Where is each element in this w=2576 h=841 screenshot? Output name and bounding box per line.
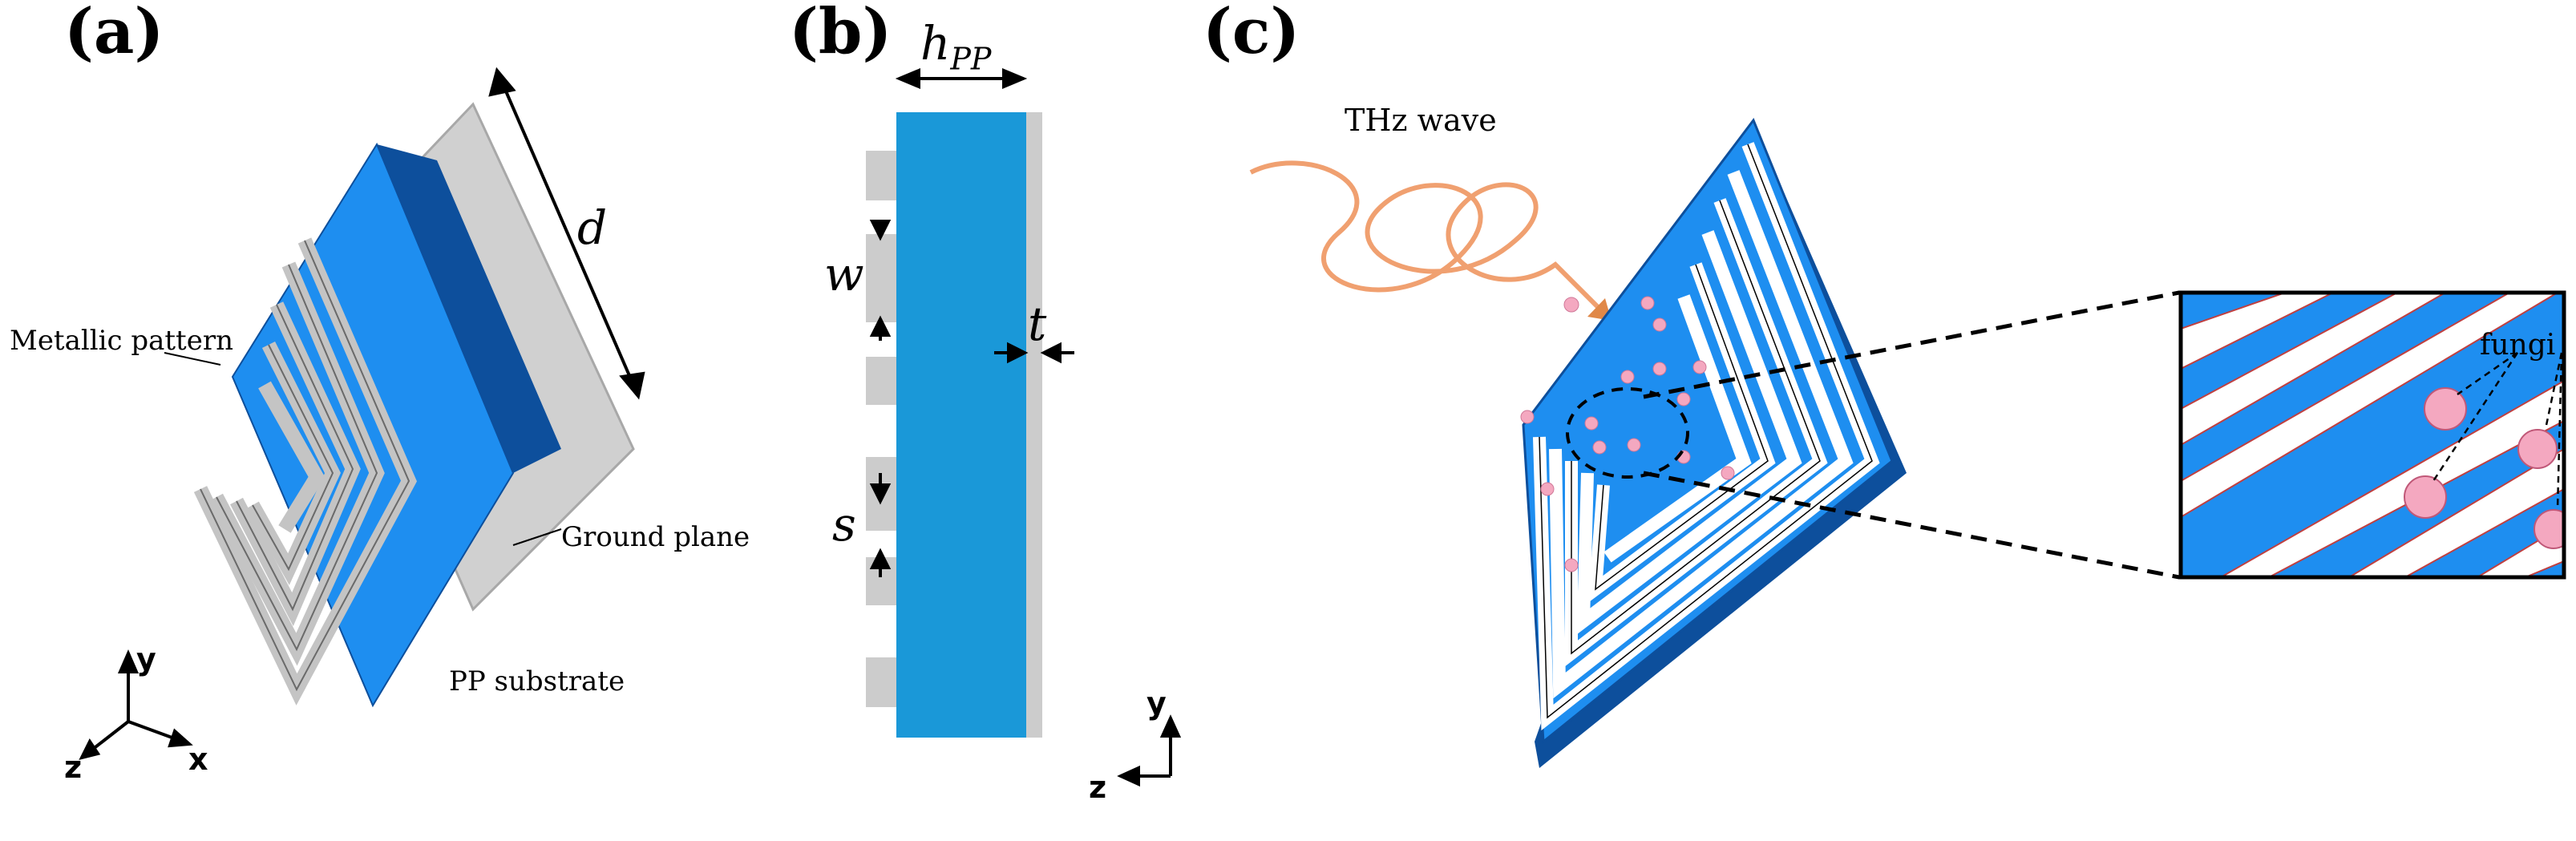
w-arrow	[869, 220, 892, 341]
panel-b-drawing	[866, 68, 1182, 787]
axes-a	[79, 649, 193, 760]
panel-a-label: (a)	[64, 0, 164, 68]
h-pp-symbol: h	[920, 16, 951, 71]
t-label: t	[1028, 297, 1047, 351]
substrate-side	[377, 144, 561, 473]
zoom-inset	[2178, 290, 2566, 580]
axis-y-label: y	[136, 641, 156, 677]
ground-plane-label: Ground plane	[561, 521, 750, 553]
panel-c-drawing	[1249, 117, 2566, 768]
panel-b: (b) hPP w t s y z	[770, 0, 1251, 841]
fungi-label: fungi	[2480, 329, 2556, 362]
panel-c: (c) THz wave fungi	[1195, 0, 2576, 841]
pp-substrate-cross-section	[896, 112, 1026, 738]
axis-x-label: x	[188, 742, 208, 777]
dimension-d-label: d	[577, 200, 608, 255]
h-pp-subscript: PP	[950, 41, 992, 77]
axis-z-label: z	[64, 750, 83, 785]
axis-y-label-b: y	[1146, 685, 1167, 721]
metal-strips	[866, 151, 896, 707]
h-pp-arrow	[895, 68, 1028, 89]
zoom-lines	[1643, 290, 2180, 580]
fungi-arrows	[2432, 351, 2563, 510]
axis-z-label-b: z	[1089, 770, 1107, 805]
h-pp-label: hPP	[920, 16, 992, 77]
panel-b-label: (b)	[789, 0, 892, 68]
pp-substrate-label: PP substrate	[449, 665, 625, 697]
fungi-dots	[1520, 296, 1735, 572]
w-label: w	[824, 247, 864, 301]
ground-plane-cross-section	[1026, 112, 1042, 738]
thz-wave-label: THz wave	[1345, 103, 1497, 138]
dimension-d-arrow	[488, 67, 645, 400]
panel-a: (a) Metallic pattern Ground plane PP sub…	[0, 0, 770, 841]
panel-a-drawing	[79, 67, 645, 760]
metallic-pattern-label: Metallic pattern	[10, 325, 233, 357]
panel-c-label: (c)	[1203, 0, 1300, 68]
t-arrow	[994, 342, 1074, 364]
zoom-region	[1566, 387, 1689, 479]
thz-wave	[1249, 160, 1614, 323]
s-arrow	[869, 473, 892, 577]
s-label: s	[832, 497, 856, 552]
axes-b	[1117, 714, 1182, 787]
